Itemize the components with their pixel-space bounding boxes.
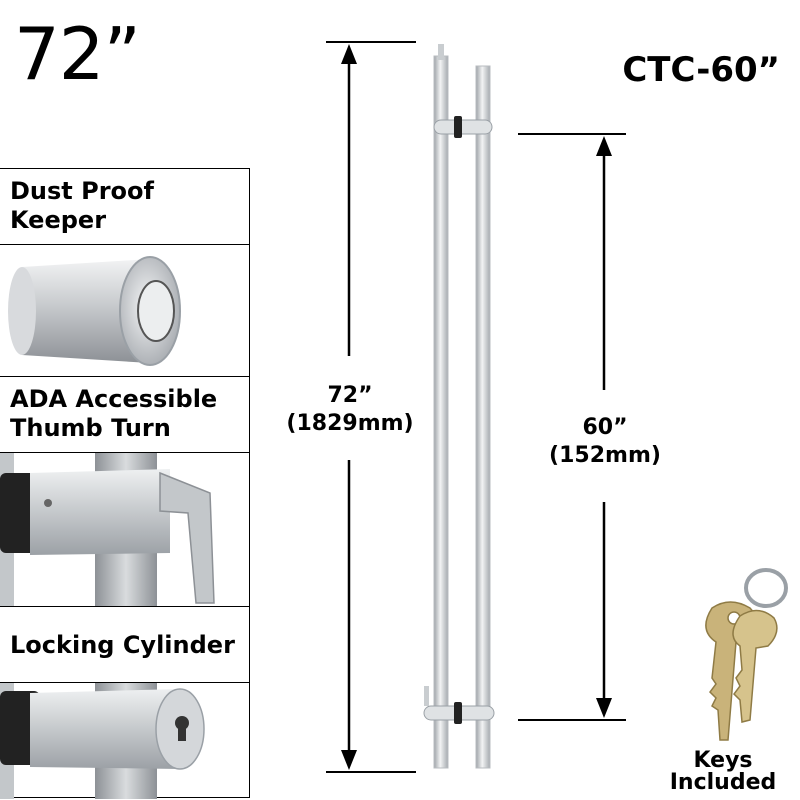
keys-icon [705,568,788,741]
thumb-turn-image [0,453,250,607]
locking-cylinder-image [0,683,250,799]
feature-label-locking-cylinder: Locking Cylinder [0,607,250,683]
feature-label-text: Dust Proof Keeper [10,177,154,234]
overall-inch-text: 72” [327,383,373,408]
arrow-up-icon [341,44,357,64]
dust-proof-keeper-image [0,245,250,377]
arrow-down-icon [341,750,357,770]
overall-mm-text: (1829mm) [286,410,414,436]
center-inch-text: 60” [582,415,628,440]
feature-label-text: Locking Cylinder [10,631,235,659]
overall-dimension-line [326,41,416,773]
pull-handle [423,44,495,769]
center-dimension-line [518,133,626,721]
center-mm-text: (152mm) [549,442,661,468]
model-number: CTC-60” [622,50,780,90]
arrow-down-icon [596,698,612,718]
thumb-turn-icon [0,453,215,606]
locking-cylinder-icon [0,683,205,799]
handle-drawing [326,41,626,773]
feature-label-text: ADA Accessible Thumb Turn [10,385,218,442]
size-title: 72” [14,12,141,96]
feature-label-thumb-turn: ADA Accessible Thumb Turn [0,377,250,453]
keys-line2: Included [669,770,777,795]
center-dimension-label: 60” (152mm) [540,414,670,469]
keys-included-label: Keys Included [658,750,788,794]
feature-label-dust-proof: Dust Proof Keeper [0,169,250,245]
arrow-up-icon [596,136,612,156]
feature-panel: Dust Proof Keeper ADA Accessible Thumb T… [0,168,250,799]
dust-proof-keeper-icon [8,256,181,366]
overall-dimension-label: 72” (1829mm) [280,382,420,437]
keys-line1: Keys [693,748,753,773]
